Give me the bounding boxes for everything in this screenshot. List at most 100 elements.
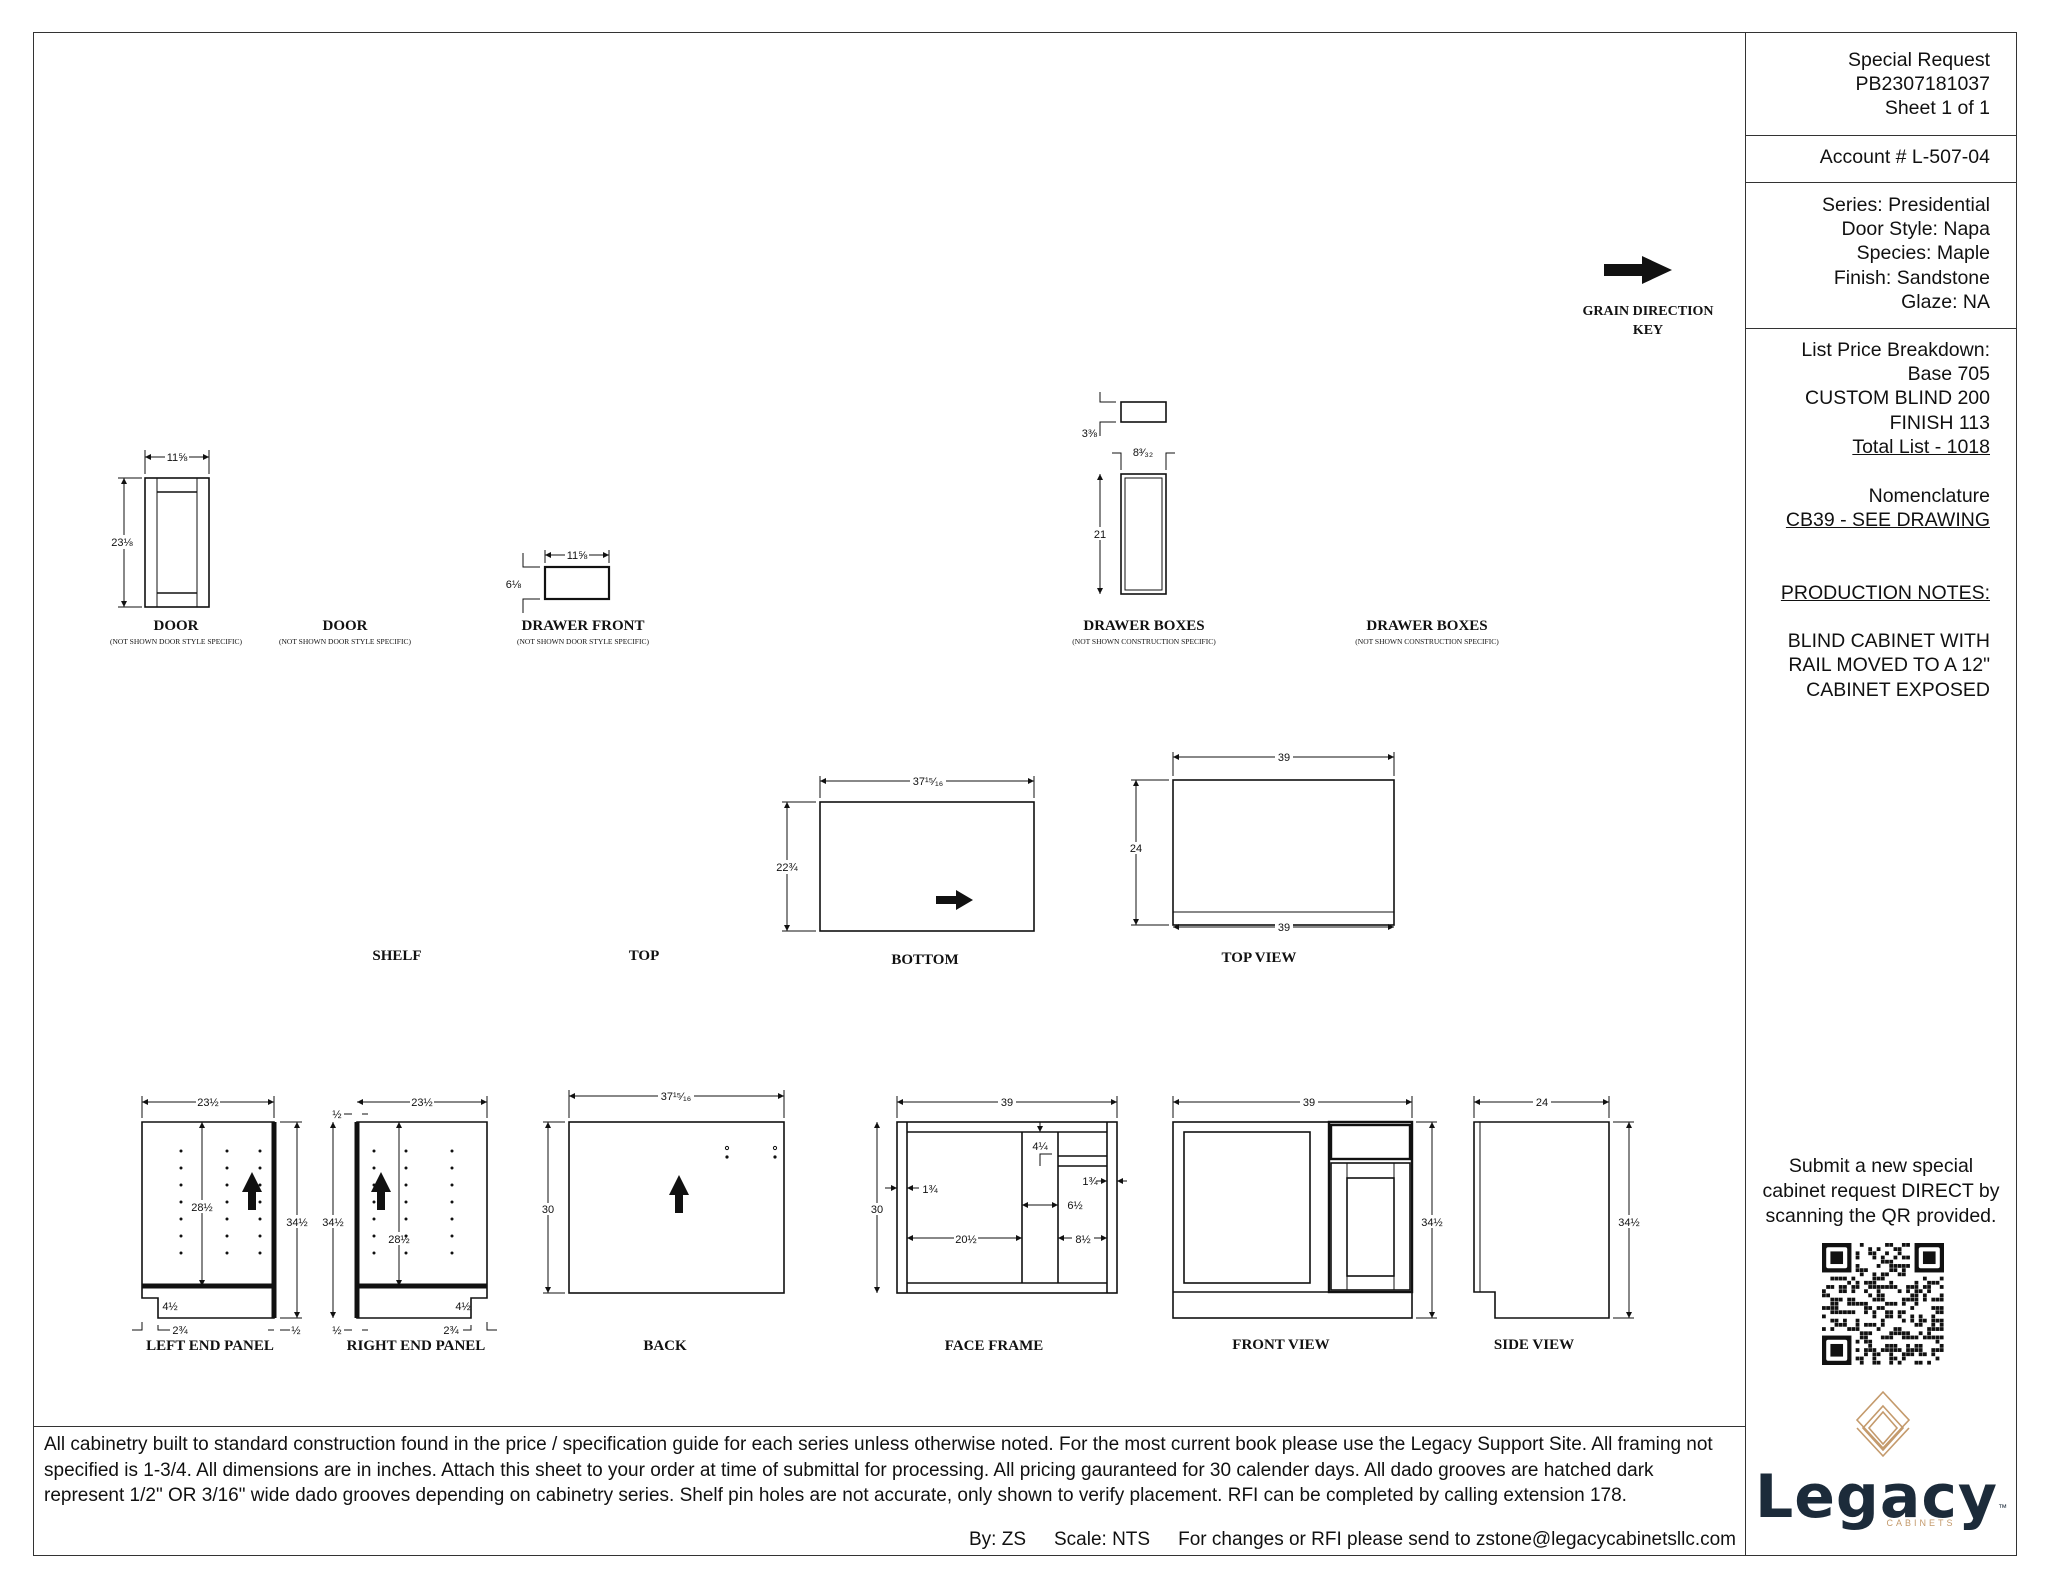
production-note: CABINET EXPOSED	[1806, 679, 1990, 701]
qr-prompt: cabinet request DIRECT by	[1762, 1180, 2000, 1202]
drawn-by: By: ZS	[968, 1529, 1026, 1550]
svg-text:4½: 4½	[455, 1301, 470, 1313]
svg-text:11⅝: 11⅝	[167, 452, 188, 464]
svg-text:6⅛: 6⅛	[506, 579, 522, 591]
divider	[1745, 135, 2017, 136]
svg-text:11⅝: 11⅝	[567, 550, 588, 562]
svg-text:39: 39	[1278, 922, 1290, 934]
front-view-drawing: 39 34½ FRONT VIEW	[1172, 1096, 1444, 1353]
shelf-pin-hole	[179, 1217, 183, 1221]
notes-divider	[33, 1426, 1745, 1427]
svg-text:37¹⁵⁄₁₆: 37¹⁵⁄₁₆	[913, 776, 943, 788]
shelf-pin-hole	[258, 1251, 262, 1255]
grain-direction-key: GRAIN DIRECTION KEY	[1582, 256, 1714, 338]
sheet-border	[33, 32, 2017, 1556]
shelf-pin-hole	[404, 1200, 408, 1204]
bottom-drawing: 37¹⁵⁄₁₆ 22¾ BOTTOM	[774, 774, 1035, 968]
qr-code[interactable]	[1822, 1243, 1944, 1365]
spec-glaze: Glaze: NA	[1901, 291, 1990, 313]
divider	[1745, 182, 2017, 183]
production-note: RAIL MOVED TO A 12"	[1788, 654, 1990, 676]
title-block-divider	[1745, 32, 1746, 1556]
arrow-up-icon	[242, 1172, 262, 1210]
svg-text:TOP VIEW: TOP VIEW	[1222, 950, 1297, 966]
shelf-pin-hole	[179, 1234, 183, 1238]
shelf-pin-hole	[225, 1217, 229, 1221]
svg-text:DRAWER BOXES: DRAWER BOXES	[1366, 618, 1487, 634]
svg-text:1¾: 1¾	[1082, 1176, 1098, 1188]
shelf-pin-hole	[450, 1183, 454, 1187]
price-line: Base 705	[1907, 363, 1990, 385]
price-title: List Price Breakdown:	[1801, 339, 1990, 361]
shelf-pin-hole	[404, 1166, 408, 1170]
shelf-pin-hole	[225, 1149, 229, 1153]
door-2-label: DOOR (NOT SHOWN DOOR STYLE SPECIFIC)	[279, 618, 411, 646]
svg-text:BOTTOM: BOTTOM	[891, 952, 958, 968]
shelf-pin-hole	[179, 1149, 183, 1153]
svg-text:BACK: BACK	[643, 1338, 687, 1354]
svg-text:SIDE VIEW: SIDE VIEW	[1494, 1337, 1574, 1353]
top-label: TOP	[629, 948, 660, 964]
svg-text:(NOT SHOWN DOOR STYLE SPECIFIC: (NOT SHOWN DOOR STYLE SPECIFIC)	[517, 637, 649, 646]
account-number: Account # L-507-04	[1819, 146, 1990, 168]
price-total: Total List - 1018	[1852, 436, 1990, 458]
svg-text:8½: 8½	[1075, 1234, 1090, 1246]
svg-text:DRAWER FRONT: DRAWER FRONT	[522, 618, 645, 634]
qr-prompt: Submit a new special	[1788, 1155, 1974, 1177]
shelf-pin-hole	[372, 1166, 376, 1170]
svg-text:21: 21	[1094, 529, 1106, 541]
shelf-pin-hole	[225, 1183, 229, 1187]
svg-text:39: 39	[1303, 1097, 1315, 1109]
door-drawing: 11⅝ 23⅛ DOOR (NOT SHOWN DOOR STYLE SPECI…	[110, 450, 242, 646]
divider	[1745, 328, 2017, 329]
shelf-pin-hole	[258, 1149, 262, 1153]
svg-text:3⅜: 3⅜	[1082, 428, 1098, 440]
shelf-pin-hole	[372, 1183, 376, 1187]
shelf-pin-hole	[225, 1251, 229, 1255]
svg-text:23½: 23½	[411, 1097, 432, 1109]
spec-series: Series: Presidential	[1822, 194, 1990, 216]
svg-text:RIGHT END PANEL: RIGHT END PANEL	[347, 1338, 486, 1354]
svg-text:34½: 34½	[1421, 1217, 1442, 1229]
svg-text:24: 24	[1536, 1097, 1548, 1109]
svg-text:30: 30	[542, 1204, 554, 1216]
shelf-label: SHELF	[372, 948, 421, 964]
shelf-pin-hole	[179, 1200, 183, 1204]
svg-text:34½: 34½	[322, 1217, 343, 1229]
sheet-number: Sheet 1 of 1	[1884, 97, 1990, 119]
contact[interactable]: For changes or RFI please send to zstone…	[1178, 1529, 1736, 1550]
shelf-pin-hole	[404, 1251, 408, 1255]
svg-text:1¾: 1¾	[922, 1184, 938, 1196]
svg-text:20½: 20½	[955, 1234, 976, 1246]
shelf-pin-hole	[450, 1166, 454, 1170]
shelf-pin-hole	[258, 1234, 262, 1238]
shelf-pin-hole	[450, 1217, 454, 1221]
shelf-pin-hole	[404, 1217, 408, 1221]
svg-text:34½: 34½	[1618, 1217, 1639, 1229]
svg-text:39: 39	[1278, 752, 1290, 764]
svg-text:½: ½	[332, 1325, 341, 1337]
svg-text:FRONT VIEW: FRONT VIEW	[1232, 1337, 1329, 1353]
shelf-pin-hole	[225, 1234, 229, 1238]
svg-text:FACE FRAME: FACE FRAME	[945, 1338, 1043, 1354]
arrow-up-icon	[371, 1172, 391, 1210]
production-note: BLIND CABINET WITH	[1787, 630, 1990, 652]
shelf-pin-hole	[404, 1149, 408, 1153]
back-drawing: 37¹⁵⁄₁₆ 30 BACK	[540, 1089, 785, 1354]
svg-text:23½: 23½	[197, 1097, 218, 1109]
drawer-boxes-2-label: DRAWER BOXES (NOT SHOWN CONSTRUCTION SPE…	[1355, 618, 1499, 646]
production-notes-title: PRODUCTION NOTES:	[1780, 582, 1990, 604]
shelf-pin-hole	[372, 1200, 376, 1204]
svg-text:LEFT END PANEL: LEFT END PANEL	[146, 1338, 274, 1354]
shelf-pin-hole	[258, 1166, 262, 1170]
svg-text:2¾: 2¾	[443, 1325, 459, 1337]
shelf-pin-hole	[372, 1149, 376, 1153]
svg-text:28½: 28½	[388, 1234, 409, 1246]
shelf-pin-hole	[179, 1183, 183, 1187]
scale: Scale: NTS	[1054, 1529, 1151, 1550]
svg-text:(NOT SHOWN CONSTRUCTION SPECIF: (NOT SHOWN CONSTRUCTION SPECIFIC)	[1355, 637, 1499, 646]
top-view-drawing: 39 39 24 TOP VIEW	[1128, 751, 1395, 966]
shelf-pin-hole	[258, 1217, 262, 1221]
left-end-panel-drawing: 28½ 23½ 34½ 4½ 2¾ ½ LEFT END PANEL	[132, 1096, 309, 1354]
svg-text:GRAIN DIRECTION: GRAIN DIRECTION	[1582, 304, 1713, 319]
